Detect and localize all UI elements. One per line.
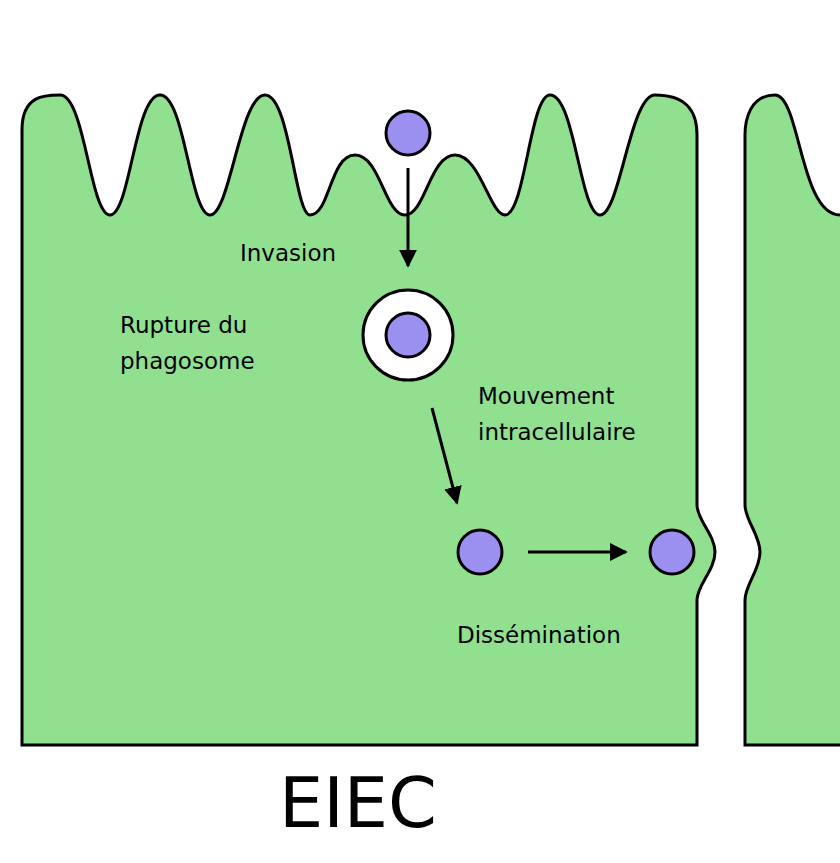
epithelial-cell: InvasionRupture du phagosomeMouvement in… xyxy=(20,90,720,750)
movement-arrow xyxy=(432,408,457,503)
movement-arrow xyxy=(528,551,626,554)
phagosome xyxy=(363,290,453,380)
step-label: Invasion xyxy=(240,236,390,272)
bacterium xyxy=(386,111,430,155)
step-label: Rupture du phagosome xyxy=(120,308,340,379)
bacterium xyxy=(386,313,430,357)
caption: EIEC xyxy=(279,762,437,844)
step-label: Dissémination xyxy=(457,618,687,654)
cell-drawing xyxy=(22,95,715,745)
bacterium xyxy=(650,530,694,574)
movement-arrow xyxy=(407,168,410,266)
step-label: Mouvement intracellulaire xyxy=(478,379,683,450)
bacterium xyxy=(458,530,502,574)
neighbour-cell xyxy=(745,95,840,745)
cell-outline xyxy=(22,95,715,745)
